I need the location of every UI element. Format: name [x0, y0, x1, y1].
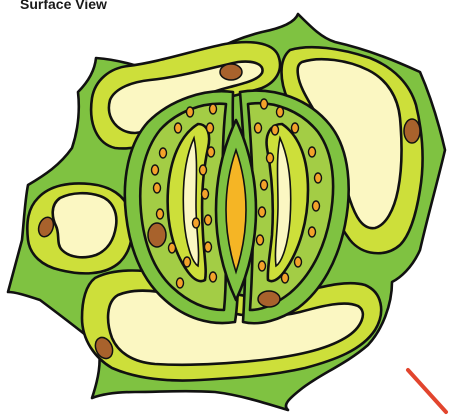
nucleus: [148, 223, 166, 247]
chloroplast: [202, 189, 209, 199]
chloroplast: [267, 153, 274, 163]
chloroplast: [154, 183, 161, 193]
chloroplast: [282, 273, 289, 283]
chloroplast: [277, 107, 284, 117]
chloroplast: [259, 261, 266, 271]
chloroplast: [160, 148, 167, 158]
chloroplast: [205, 242, 212, 252]
chloroplast: [210, 272, 217, 282]
chloroplast: [207, 123, 214, 133]
chloroplast: [295, 257, 302, 267]
chloroplast: [157, 209, 164, 219]
chloroplast: [261, 180, 268, 190]
chloroplast: [259, 207, 266, 217]
chloroplast: [175, 123, 182, 133]
chloroplast: [169, 243, 176, 253]
chloroplast: [208, 147, 215, 157]
chloroplast: [184, 257, 191, 267]
nucleus: [258, 291, 280, 307]
vacuole-left: [53, 193, 117, 257]
nucleus: [404, 119, 420, 143]
chloroplast: [315, 173, 322, 183]
chloroplast: [205, 215, 212, 225]
chloroplast: [200, 165, 207, 175]
chloroplast: [309, 227, 316, 237]
chloroplast: [292, 123, 299, 133]
chloroplast: [210, 104, 217, 114]
pointer-line: [408, 370, 446, 412]
chloroplast: [257, 235, 264, 245]
chloroplast: [177, 278, 184, 288]
nucleus: [220, 64, 242, 80]
chloroplast: [193, 218, 200, 228]
chloroplast: [309, 147, 316, 157]
chloroplast: [255, 123, 262, 133]
chloroplast: [272, 125, 279, 135]
chloroplast: [187, 107, 194, 117]
chloroplast: [313, 201, 320, 211]
chloroplast: [261, 99, 268, 109]
chloroplast: [152, 165, 159, 175]
